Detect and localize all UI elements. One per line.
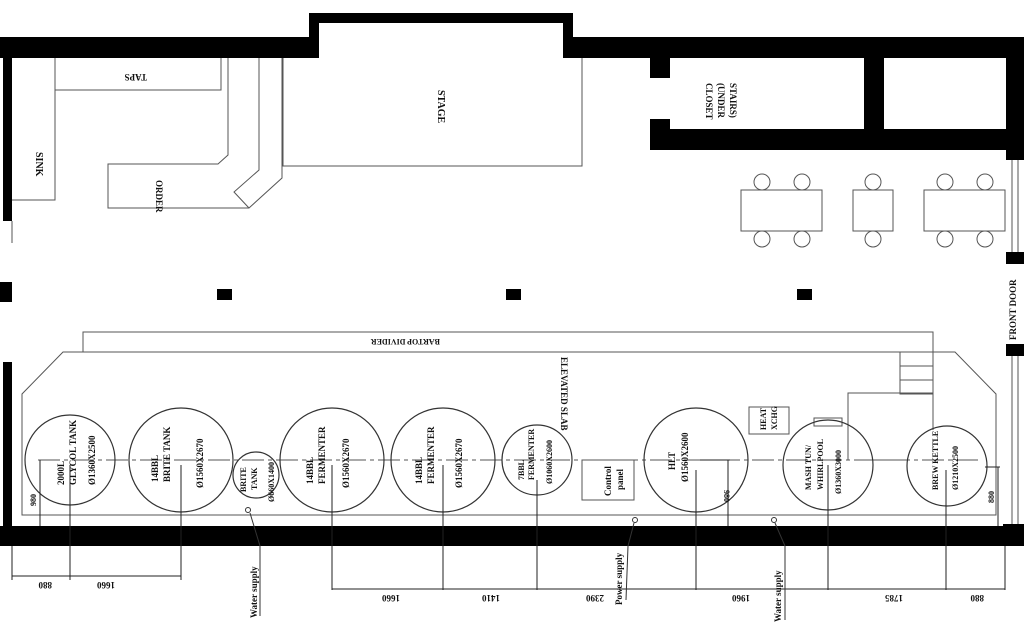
svg-text:Ø1360X2500: Ø1360X2500 <box>87 435 97 485</box>
svg-text:XCHG: XCHG <box>770 406 779 430</box>
svg-text:Ø1560X2600: Ø1560X2600 <box>680 432 690 482</box>
svg-text:HEAT: HEAT <box>759 407 768 430</box>
taps-label: TAPS <box>125 72 147 82</box>
svg-text:14BBL: 14BBL <box>305 457 315 484</box>
bar-area <box>12 58 583 209</box>
svg-text:1960: 1960 <box>732 593 751 603</box>
svg-text:Ø1360X3000: Ø1360X3000 <box>834 450 843 494</box>
svg-text:1410: 1410 <box>482 593 501 603</box>
utility-markers <box>245 507 786 620</box>
svg-text:14BBL: 14BBL <box>150 455 160 482</box>
svg-text:FERMENTER: FERMENTER <box>426 426 436 484</box>
bottom-dimensions: 880 1660 1660 1410 2390 1960 1785 880 <box>38 580 984 603</box>
brite-tank-small: BRITE TANK Ø660X1400 <box>232 451 280 502</box>
brew-kettle: BREW KETTLE Ø1210X2500 <box>906 425 988 507</box>
svg-text:GLYCOL TANK: GLYCOL TANK <box>68 420 78 485</box>
svg-text:Ø1560X2670: Ø1560X2670 <box>454 438 464 488</box>
stairs <box>813 351 934 461</box>
svg-text:Ø660X1400: Ø660X1400 <box>267 462 276 502</box>
dining-tables <box>740 173 1006 248</box>
svg-text:Ø1560X2670: Ø1560X2670 <box>341 438 351 488</box>
svg-text:Ø1210X2500: Ø1210X2500 <box>951 446 960 490</box>
elevated-slab <box>21 351 997 516</box>
control-panel: Control panel <box>581 459 635 501</box>
sink-label: SINK <box>33 152 44 177</box>
svg-text:1660: 1660 <box>382 593 401 603</box>
svg-text:14BBL: 14BBL <box>414 457 424 484</box>
dim-hlt-offset: 980 <box>722 490 731 502</box>
power-supply-label: Power supply <box>614 552 624 605</box>
svg-text:panel: panel <box>615 468 625 490</box>
water-supply-label-2: Water supply <box>773 570 783 622</box>
water-supply-label-1: Water supply <box>249 566 259 618</box>
walls <box>0 13 1024 546</box>
dim-right-offset: 880 <box>987 491 996 503</box>
svg-text:1660: 1660 <box>97 580 116 590</box>
svg-text:880: 880 <box>970 593 984 603</box>
svg-text:880: 880 <box>38 580 52 590</box>
svg-text:CLOSET: CLOSET <box>704 83 714 120</box>
svg-text:Ø1560X2670: Ø1560X2670 <box>195 438 205 488</box>
svg-text:1785: 1785 <box>885 593 904 603</box>
stage-label: STAGE <box>435 90 446 123</box>
svg-text:7BBL: 7BBL <box>517 460 526 480</box>
closet-label: CLOSET (UNDER STAIRS) <box>704 83 738 120</box>
svg-text:TANK: TANK <box>250 467 259 490</box>
dim-left-offset: 980 <box>29 494 38 506</box>
svg-text:STAIRS): STAIRS) <box>728 83 738 118</box>
heat-exchanger: HEAT XCHG <box>748 406 790 435</box>
svg-text:BRITE: BRITE <box>239 467 248 492</box>
svg-text:FERMENTER: FERMENTER <box>527 429 536 480</box>
svg-text:MASH TUN/: MASH TUN/ <box>804 444 813 490</box>
svg-text:WHIRLPOOL: WHIRLPOOL <box>816 439 825 490</box>
svg-text:2000L: 2000L <box>56 461 66 485</box>
svg-text:Control: Control <box>603 466 613 496</box>
svg-text:HLT: HLT <box>667 452 677 470</box>
svg-text:2390: 2390 <box>586 593 605 603</box>
svg-text:Ø1060X2600: Ø1060X2600 <box>545 440 554 484</box>
svg-text:FERMENTER: FERMENTER <box>317 426 327 484</box>
front-door-label: FRONT DOOR <box>1008 279 1018 340</box>
svg-text:(UNDER: (UNDER <box>716 83 726 118</box>
bartop-divider-label: BARTOP DIVIDER <box>371 337 440 346</box>
elevated-slab-label: ELEVATED SLAB <box>559 357 569 430</box>
order-label: ORDER <box>154 180 164 213</box>
dimension-lines <box>11 459 1006 590</box>
svg-text:BRITE TANK: BRITE TANK <box>162 427 172 482</box>
bartop-divider <box>82 331 934 353</box>
svg-text:BREW KETTLE: BREW KETTLE <box>931 431 940 490</box>
